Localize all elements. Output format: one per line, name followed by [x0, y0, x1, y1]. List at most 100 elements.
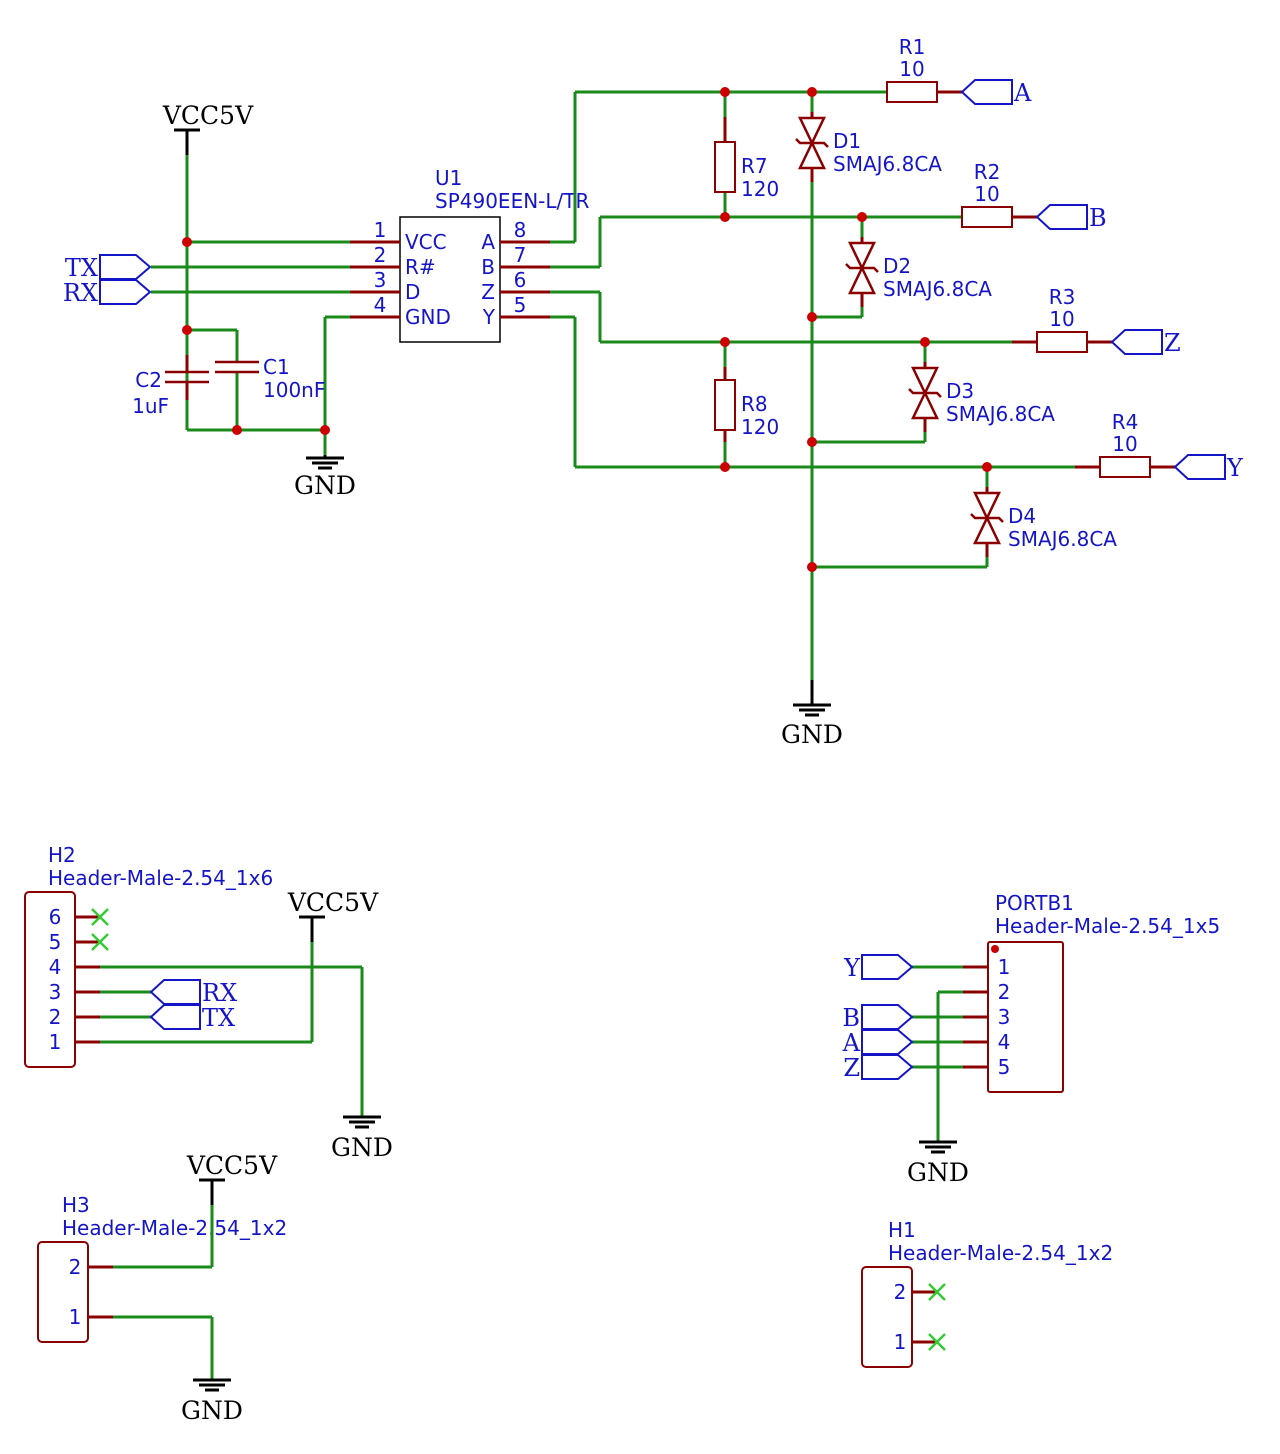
- y-net-flag: Y: [843, 954, 914, 982]
- resistor-r1: R1 10: [886, 35, 962, 103]
- u1-pin-num: 4: [374, 293, 387, 317]
- vcc-label: VCC5V: [186, 1151, 278, 1180]
- b-label: B: [1089, 204, 1107, 232]
- u1-pin-num: 5: [514, 293, 527, 317]
- h1-pin-num: 1: [894, 1330, 907, 1354]
- no-connect-mark: [91, 908, 109, 926]
- z-net-flag: Z: [843, 1054, 914, 1082]
- tvs-diode-d1: D1 SMAJ6.8CA: [795, 112, 942, 182]
- h3-pin-num: 1: [69, 1305, 82, 1329]
- d3-part: SMAJ6.8CA: [946, 402, 1055, 426]
- portb1-pin-num: 4: [998, 1030, 1011, 1054]
- h3-part: Header-Male-2.54_1x2: [62, 1216, 287, 1240]
- portb1-pin-num: 5: [998, 1055, 1011, 1079]
- left-wires: [151, 155, 350, 455]
- junctions-top: [182, 87, 992, 572]
- vcc-power-symbol-h3: VCC5V: [186, 1151, 278, 1205]
- gnd-power-symbol-main: GND: [781, 680, 843, 749]
- capacitor-c2: C2 1uF: [132, 355, 209, 418]
- rx-label: RX: [63, 279, 98, 307]
- right-wires: [550, 90, 1100, 680]
- resistor-r3: R3 10: [1012, 285, 1112, 353]
- y-label: Y: [1226, 454, 1244, 482]
- gnd-power-symbol-portb1: GND: [907, 1140, 969, 1187]
- a-label: A: [842, 1029, 861, 1057]
- d3-ref: D3: [946, 379, 974, 403]
- h2-pin-num: 4: [49, 955, 62, 979]
- c2-ref: C2: [135, 368, 162, 392]
- h3-wires: [113, 1205, 214, 1380]
- c1-value: 100nF: [263, 378, 325, 402]
- r1-ref: R1: [899, 35, 926, 59]
- portb1-pin-num: 1: [998, 955, 1011, 979]
- tvs-diode-d3: D3 SMAJ6.8CA: [908, 362, 1055, 432]
- r4-value: 10: [1112, 432, 1137, 456]
- h2-wires: [100, 942, 364, 1117]
- r8-value: 120: [741, 415, 779, 439]
- u1-ref: U1: [435, 166, 462, 190]
- vcc-label: VCC5V: [162, 101, 254, 130]
- tvs-diode-d2: D2 SMAJ6.8CA: [845, 237, 992, 307]
- header-h1: H1 Header-Male-2.54_1x2 2 1: [861, 1218, 1113, 1368]
- a-net-flag: A: [960, 79, 1032, 107]
- h2-pin-num: 2: [49, 1005, 62, 1029]
- h3-pin-num: 2: [69, 1255, 82, 1279]
- z-net-flag: Z: [1110, 329, 1181, 357]
- b-label: B: [842, 1004, 860, 1032]
- ic-u1: U1 SP490EEN-L/TR 1 2 3 4 VCC R# D GND 8 …: [350, 166, 589, 343]
- resistor-r4: R4 10: [1075, 410, 1175, 478]
- d1-part: SMAJ6.8CA: [833, 152, 942, 176]
- header-h2: H2 Header-Male-2.54_1x6 6 5 4 3 2 1: [24, 843, 273, 1068]
- u1-pin-name: Z: [481, 280, 495, 304]
- b-net-flag: B: [1035, 204, 1107, 232]
- portb1-pin-num: 2: [998, 980, 1011, 1004]
- rx-net-flag: RX: [63, 279, 152, 307]
- tx-label: TX: [202, 1004, 235, 1032]
- vcc-power-symbol-h2: VCC5V: [287, 888, 379, 942]
- d2-part: SMAJ6.8CA: [883, 277, 992, 301]
- gnd-power-symbol-h3: GND: [181, 1378, 243, 1425]
- no-connect-mark: [928, 1333, 946, 1351]
- r1-value: 10: [899, 57, 924, 81]
- resistor-r2: R2 10: [961, 160, 1037, 228]
- no-connect-mark: [91, 933, 109, 951]
- u1-pin-name: R#: [405, 255, 436, 279]
- header-h3: H3 Header-Male-2.54_1x2 2 1: [37, 1193, 287, 1343]
- u1-pin-name: B: [481, 255, 495, 279]
- h2-pin-num: 5: [49, 930, 62, 954]
- tx-net-flag: TX: [149, 1004, 235, 1032]
- h2-ref: H2: [48, 843, 76, 867]
- resistor-r8: R8 120: [714, 367, 779, 442]
- d1-ref: D1: [833, 129, 861, 153]
- b-net-flag: B: [842, 1004, 914, 1032]
- h2-part: Header-Male-2.54_1x6: [48, 866, 273, 890]
- y-net-flag: Y: [1173, 454, 1244, 482]
- header-portb1: PORTB1 Header-Male-2.54_1x5 1 2 3 4 5: [963, 891, 1220, 1093]
- portb1-part: Header-Male-2.54_1x5: [995, 914, 1220, 938]
- r2-ref: R2: [974, 160, 1001, 184]
- u1-pin-num: 8: [514, 218, 527, 242]
- u1-pin-name: GND: [405, 305, 451, 329]
- d4-part: SMAJ6.8CA: [1008, 527, 1117, 551]
- c2-value: 1uF: [132, 394, 169, 418]
- h2-pin-num: 3: [49, 980, 62, 1004]
- a-label: A: [1013, 79, 1032, 107]
- r8-ref: R8: [741, 392, 768, 416]
- tx-label: TX: [65, 254, 98, 282]
- no-connect-mark: [928, 1283, 946, 1301]
- u1-pin-num: 6: [514, 268, 527, 292]
- r2-value: 10: [974, 182, 999, 206]
- gnd-label: GND: [907, 1158, 969, 1187]
- h2-pin-num: 6: [49, 905, 62, 929]
- rx-net-flag: RX: [149, 979, 237, 1007]
- z-label: Z: [1164, 329, 1181, 357]
- u1-pin-name: Y: [482, 305, 496, 329]
- u1-pin-name: A: [481, 230, 495, 254]
- gnd-power-symbol-h2: GND: [331, 1115, 393, 1162]
- h2-pin-num: 1: [49, 1030, 62, 1054]
- c1-ref: C1: [263, 355, 290, 379]
- vcc-power-symbol-main: VCC5V: [162, 101, 254, 155]
- vcc-label: VCC5V: [287, 888, 379, 917]
- gnd-label: GND: [294, 471, 356, 500]
